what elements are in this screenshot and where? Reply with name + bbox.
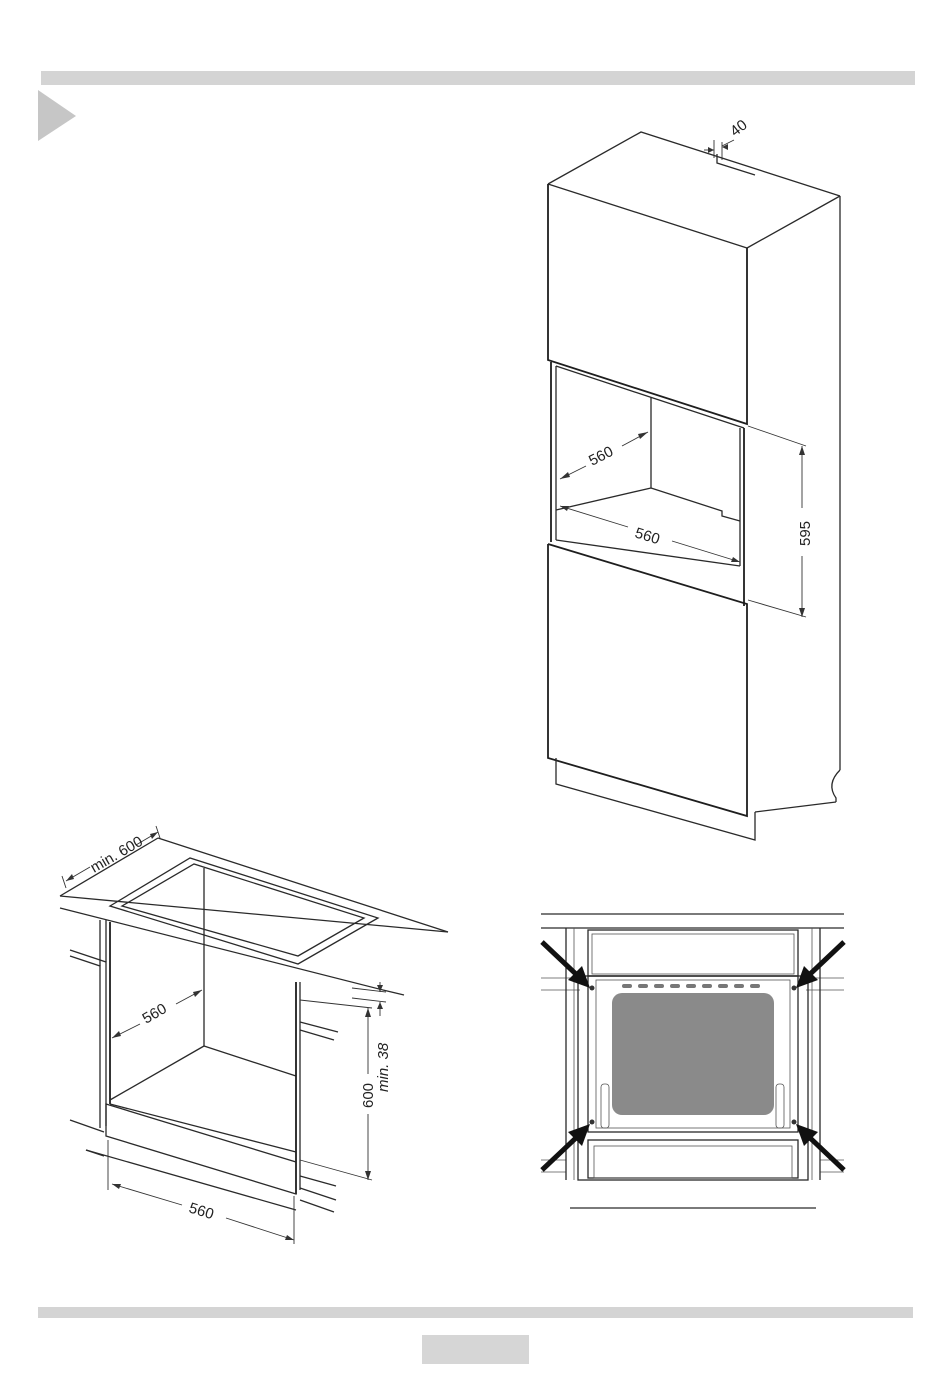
bottom-footer-bar [38, 1307, 913, 1318]
oven-window [612, 993, 774, 1115]
page-number-tab [422, 1335, 529, 1364]
